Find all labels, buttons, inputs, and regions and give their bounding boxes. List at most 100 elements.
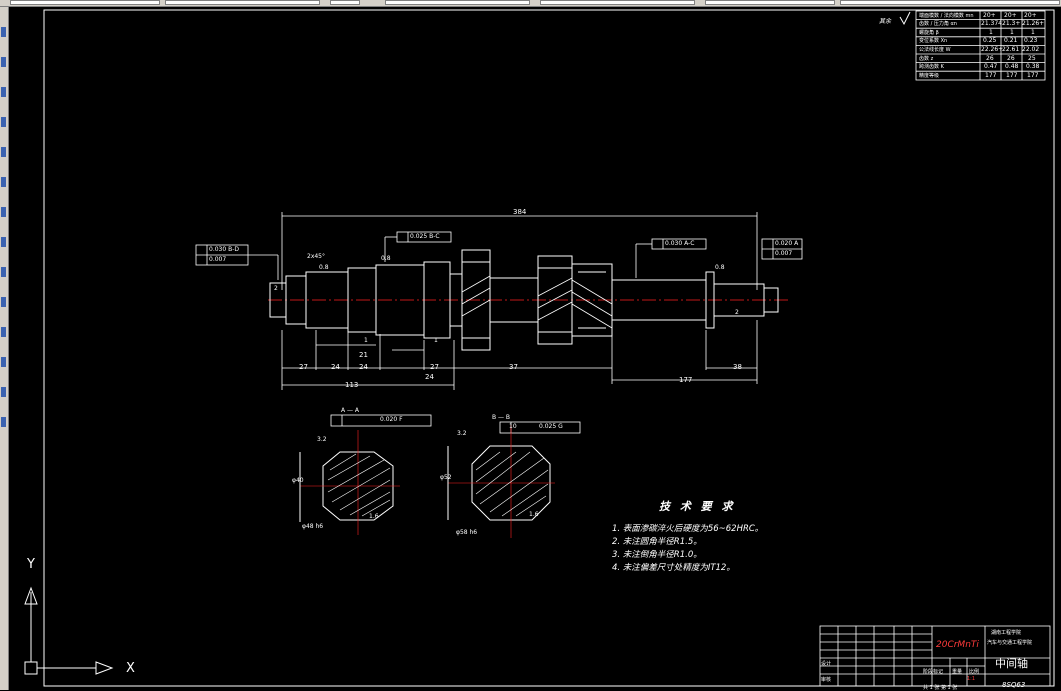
point-tool-icon[interactable] xyxy=(1,267,6,277)
roughness-value: 0.8 xyxy=(381,255,391,262)
param-value: 177 xyxy=(985,72,997,79)
dim-2: 2 xyxy=(735,309,739,316)
circle-tool-icon[interactable] xyxy=(1,87,6,97)
param-label: 端面模数 / 法向模数 mn xyxy=(919,13,974,19)
param-label: 变位系数 Xn xyxy=(919,38,948,44)
section-a-a xyxy=(299,430,400,535)
dept-label: 汽车与交通工程学院 xyxy=(987,640,1033,646)
dim-21: 21 xyxy=(359,351,368,359)
titleblock-label: 设计 xyxy=(821,661,832,667)
ellipse-tool-icon[interactable] xyxy=(1,387,6,397)
roughness-value: 1.6 xyxy=(529,511,539,518)
insert-tool-icon[interactable] xyxy=(1,417,6,427)
dim-113: 113 xyxy=(345,381,359,389)
param-label: 跨测齿数 K xyxy=(919,64,944,70)
tolerance-value: 0.030 B-D xyxy=(209,246,239,253)
param-value: 0.21 xyxy=(1004,37,1018,44)
section-a-spline: φ48 h6 xyxy=(302,523,324,530)
param-value: 1 xyxy=(1031,29,1035,36)
section-a-label: A — A xyxy=(341,407,360,414)
drawing-number: 8SQ63 xyxy=(1002,681,1026,689)
param-value: 0.23 xyxy=(1024,37,1038,44)
tolerance-value: 0.020 F xyxy=(380,416,403,423)
table-tool-icon[interactable] xyxy=(1,327,6,337)
text-tool-icon[interactable] xyxy=(1,207,6,217)
line-tool-icon[interactable] xyxy=(1,27,6,37)
region-tool-icon[interactable] xyxy=(1,297,6,307)
gear-parameter-table xyxy=(915,10,1046,81)
titleblock-label: 比例 xyxy=(969,669,980,675)
draw-toolbar xyxy=(0,7,9,690)
rectangle-tool-icon[interactable] xyxy=(1,147,6,157)
bottom-dimensions xyxy=(281,320,758,390)
dim-overall: 384 xyxy=(513,208,527,216)
tech-item: 1. 表面渗碳淬火后硬度为56~62HRC。 xyxy=(612,524,764,534)
roughness-value: 0.8 xyxy=(715,264,725,271)
param-label: 齿数 z xyxy=(919,56,934,62)
dim-24: 24 xyxy=(331,363,340,371)
section-b-spline: φ58 h6 xyxy=(456,529,478,536)
section-b-label: B — B xyxy=(492,414,511,421)
tolerance-value: 0.030 A-C xyxy=(665,240,695,247)
plotstyle-dropdown[interactable] xyxy=(705,0,835,5)
tech-title: 技 术 要 求 xyxy=(659,500,736,513)
layer-dropdown[interactable] xyxy=(10,0,160,5)
toolbar-strip xyxy=(0,0,1061,7)
roughness-note: 其余 xyxy=(879,18,892,25)
block-tool-icon[interactable] xyxy=(1,237,6,247)
param-value: 22.61 xyxy=(1002,46,1020,53)
spline-tool-icon[interactable] xyxy=(1,357,6,367)
roughness-value: 0.8 xyxy=(319,264,329,271)
param-value: 21.26+ xyxy=(1022,20,1045,27)
roughness-value: 1.6 xyxy=(369,513,379,520)
dim-24: 24 xyxy=(425,373,434,381)
gear-teeth-hatch xyxy=(461,275,613,329)
param-value: 177 xyxy=(1006,72,1018,79)
tolerance-value: 0.020 A xyxy=(775,240,799,247)
overall-dimension xyxy=(281,212,758,290)
tolerance-value: 0.007 xyxy=(209,256,227,263)
dim-27: 27 xyxy=(299,363,308,371)
param-label: 精度等级 xyxy=(919,73,940,79)
param-value: 21.3+ xyxy=(1002,20,1021,27)
param-value: 1 xyxy=(1010,29,1014,36)
color-dropdown[interactable] xyxy=(840,0,1060,5)
titleblock-label: 审核 xyxy=(821,677,832,683)
linetype-dropdown[interactable] xyxy=(385,0,530,5)
section-b-b xyxy=(447,425,555,538)
param-value: 177 xyxy=(1027,72,1039,79)
param-value: 26 xyxy=(986,55,994,62)
chamfer-label: 2x45° xyxy=(307,253,326,260)
param-value: 20+ xyxy=(1004,12,1017,19)
param-value: 20+ xyxy=(983,12,996,19)
drawing-svg xyxy=(24,9,1055,687)
dim-24: 24 xyxy=(359,363,368,371)
tolerance-value: 0.025 B-C xyxy=(410,233,440,240)
section-a-dim: φ40 xyxy=(292,477,304,484)
param-value: 22.26+ xyxy=(981,46,1004,53)
dim-2: 2 xyxy=(274,285,278,292)
dim-38: 38 xyxy=(733,363,742,371)
dim-1: 1 xyxy=(434,337,438,344)
hatch-tool-icon[interactable] xyxy=(1,177,6,187)
param-value: 26 xyxy=(1007,55,1015,62)
tolerance-value: 0.025 G xyxy=(539,423,563,430)
lineweight-dropdown[interactable] xyxy=(540,0,695,5)
ucs-y-label: Y xyxy=(27,557,35,572)
toolbar-button[interactable] xyxy=(330,0,360,5)
style-dropdown[interactable] xyxy=(165,0,320,5)
polyline-tool-icon[interactable] xyxy=(1,57,6,67)
school-label: 湖南工程学院 xyxy=(991,630,1022,636)
roughness-note-icon xyxy=(899,11,911,26)
arc-tool-icon[interactable] xyxy=(1,117,6,127)
ucs-x-label: X xyxy=(126,661,135,676)
drawing-canvas[interactable]: 其余 端面模数 / 法向模数 mn 20+ 20+ 20+ 齿数 / 压力角 α… xyxy=(9,7,1061,691)
param-value: 0.38 xyxy=(1026,63,1040,70)
ucs-icon xyxy=(24,586,114,675)
param-value: 21.374 xyxy=(981,20,1002,27)
tolerance-value: 0.007 xyxy=(775,250,793,257)
dim-177: 177 xyxy=(679,376,693,384)
titleblock-label: 阶段标记 xyxy=(923,669,944,675)
param-label: 公法线长度 W xyxy=(919,47,951,53)
title-block xyxy=(819,625,1051,687)
